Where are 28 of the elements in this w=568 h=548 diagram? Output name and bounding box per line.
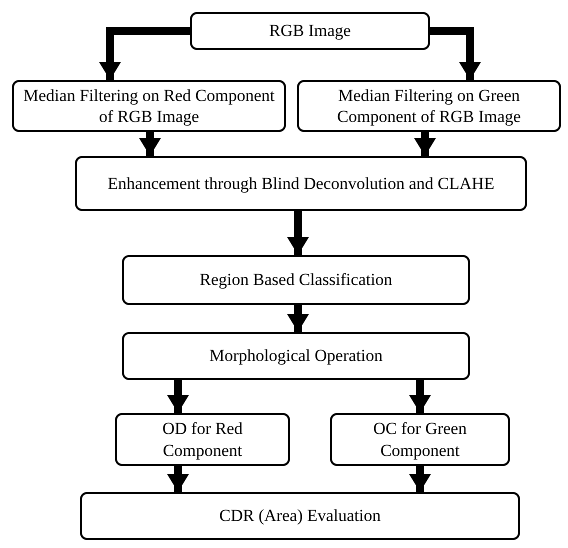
arrow <box>167 380 189 413</box>
process-box <box>330 413 510 466</box>
arrow <box>287 305 309 332</box>
box-label: RGB Image <box>269 20 351 42</box>
box-label: OC for Green Component <box>372 418 468 461</box>
box-label: Median Filtering on Green Component of RGB Image <box>336 84 522 128</box>
box-label: Enhancement through Blind Deconvolution and CLAHE <box>108 172 494 194</box>
process-box <box>75 156 527 211</box>
arrow <box>139 132 161 156</box>
box-label: Median Filtering on Red Component of RGB Image <box>22 84 276 128</box>
arrow <box>287 211 309 255</box>
box-label: Region Based Classification <box>200 269 392 291</box>
arrow <box>409 466 431 492</box>
arrow <box>167 466 189 492</box>
process-box <box>12 80 286 132</box>
process-box <box>115 413 290 466</box>
process-box <box>190 12 430 50</box>
process-box <box>80 492 520 540</box>
process-box <box>297 80 561 132</box>
box-label: CDR (Area) Evaluation <box>219 505 381 527</box>
box-label: OD for Red Component <box>161 418 244 461</box>
arrow <box>414 132 436 156</box>
arrow <box>409 380 431 413</box>
arrow <box>99 27 190 80</box>
process-box <box>122 332 470 380</box>
process-box <box>122 255 470 305</box>
box-label: Morphological Operation <box>209 345 383 367</box>
arrow <box>430 27 481 80</box>
